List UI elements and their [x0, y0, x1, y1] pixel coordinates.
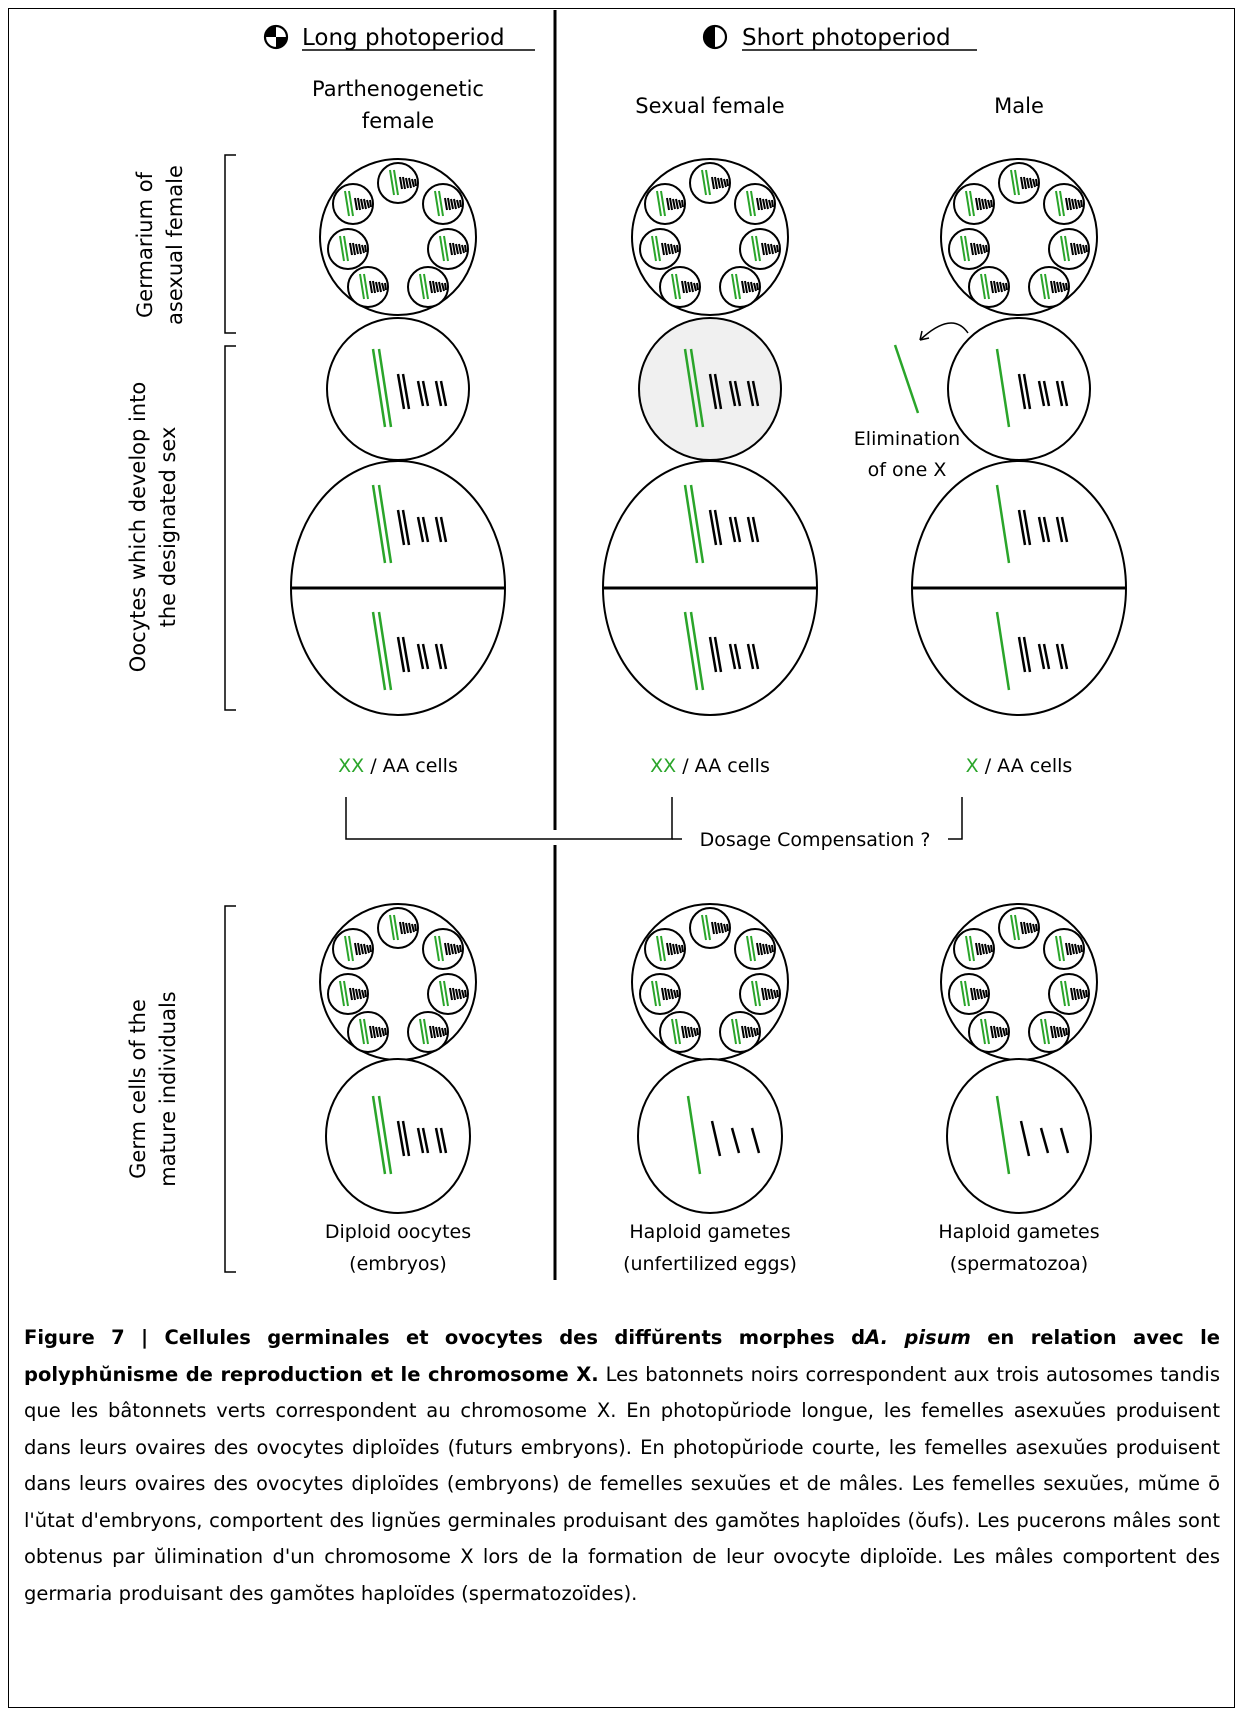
male-cells-label: X / AA cells [966, 755, 1073, 777]
parth-mature-germ [320, 904, 476, 1214]
sexual-cells-label: XX / AA cells [650, 755, 770, 777]
caption-lead-1: Figure 7 | Cellules germinales et ovocyt… [24, 1326, 866, 1349]
male-bottom-label-line1: Haploid gametes [938, 1221, 1099, 1243]
label-germ-line1: Germ cells of the [126, 999, 150, 1179]
label-germarium-line2: asexual female [163, 165, 187, 325]
caption-lead-2: en relation avec le polyphŭnisme de repr… [24, 1326, 1220, 1386]
caption-species: A. pisum [865, 1326, 971, 1349]
label-oocytes-line2: the designated sex [156, 427, 180, 628]
parth-germarium [320, 159, 476, 315]
male-ovariole [911, 159, 1127, 716]
long-photoperiod-icon [263, 24, 289, 50]
figure-caption: Figure 7 | Cellules germinales et ovocyt… [24, 1320, 1220, 1612]
label-germarium-line1: Germarium of [133, 171, 157, 318]
col-parthenogenetic-line2: female [362, 109, 434, 133]
col-male: Male [994, 94, 1044, 118]
short-photoperiod-icon [702, 24, 728, 50]
parth-young-oocyte [326, 317, 470, 461]
elimination-arrow [919, 322, 969, 341]
figure-diagram: Long photoperiod Short photoperiod Parth… [126, 10, 1127, 1280]
sexual-young-oocyte [638, 317, 782, 461]
elimination-label-line1: Elimination [854, 428, 960, 450]
male-germarium [941, 159, 1097, 315]
male-young-oocyte [947, 317, 1091, 461]
sexual-bottom-label-line2: (unfertilized eggs) [623, 1253, 797, 1275]
male-bottom-label-line2: (spermatozoa) [950, 1253, 1088, 1275]
label-oocytes-line1: Oocytes which develop into [126, 382, 150, 672]
parth-cells-label: XX / AA cells [338, 755, 458, 777]
sexual-mature-germ [632, 904, 788, 1214]
bracket-oocytes [224, 345, 236, 711]
elimination-label-line2: of one X [868, 459, 947, 481]
dosage-bracket [345, 797, 673, 840]
caption-body: Les batonnets noirs correspondent aux tr… [24, 1362, 1220, 1605]
parth-ovariole [290, 159, 506, 716]
label-germ-line2: mature individuals [156, 991, 180, 1187]
male-mature-germ [941, 904, 1097, 1214]
parth-bottom-label-line1: Diploid oocytes [325, 1221, 471, 1243]
eliminated-x-chromosome [893, 344, 920, 414]
sexual-germarium [632, 159, 788, 315]
sexual-ovariole [602, 159, 818, 716]
col-parthenogenetic-line1: Parthenogenetic [312, 77, 484, 101]
long-photoperiod-title: Long photoperiod [302, 25, 505, 51]
dosage-label: Dosage Compensation ? [700, 829, 931, 851]
sexual-bottom-label-line1: Haploid gametes [629, 1221, 790, 1243]
short-photoperiod-title: Short photoperiod [742, 25, 951, 51]
bracket-germ [224, 905, 236, 1273]
parth-bottom-label-line2: (embryos) [349, 1253, 447, 1275]
figure-frame [8, 8, 1235, 1708]
col-sexual-female: Sexual female [635, 94, 784, 118]
bracket-germarium [224, 154, 236, 334]
